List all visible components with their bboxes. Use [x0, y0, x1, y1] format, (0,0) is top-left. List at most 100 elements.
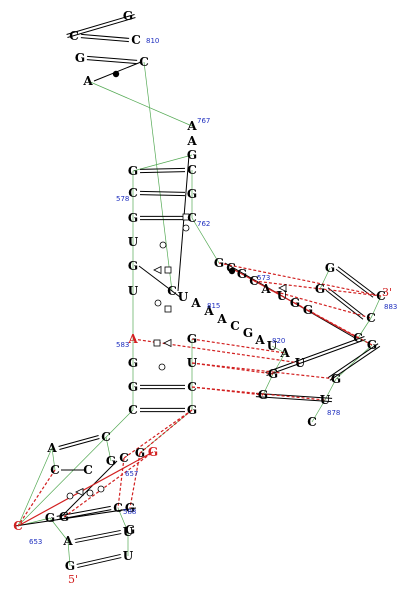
five-prime-label: 5' — [68, 573, 78, 586]
base-pair-line — [67, 17, 136, 39]
nucleotide-g: G — [128, 356, 138, 370]
base-pair-line — [75, 533, 122, 544]
base-pair-line — [81, 33, 130, 39]
nucleotide-a: A — [62, 534, 73, 548]
nucleotide-g: G — [214, 256, 224, 270]
nucleotide-g: G — [65, 559, 75, 573]
nucleotide-g: G — [75, 51, 85, 65]
nucleotide-c: C — [139, 55, 149, 69]
highlight-line — [17, 451, 154, 527]
base-pair-line — [140, 190, 186, 193]
nucleotide-c: C — [50, 463, 60, 477]
base-pair-line — [77, 557, 122, 569]
nucleotide-c: C — [128, 403, 138, 417]
base-pair-line — [255, 396, 332, 403]
nucleotide-g: G — [128, 380, 138, 394]
backbone-lines — [17, 61, 382, 567]
base-pair-line — [327, 287, 366, 318]
noncanonical-line — [132, 338, 301, 364]
backbone-segment — [191, 217, 220, 264]
base-pair-lines — [14, 13, 381, 569]
nucleotide-g: G — [125, 501, 135, 515]
position-label: 762 — [197, 220, 210, 228]
nucleotide-c: C — [131, 33, 141, 47]
position-label: 583 — [116, 341, 129, 349]
position-label: 578 — [116, 195, 129, 203]
position-label: 767 — [197, 117, 210, 125]
backbone-segment — [132, 154, 193, 172]
noncanonical-line — [139, 409, 193, 454]
base-pair-line — [56, 505, 111, 517]
position-label: 810 — [146, 37, 159, 45]
noncanonical-line — [123, 409, 193, 459]
nucleotide-a: A — [279, 346, 290, 360]
base-pair-line — [74, 529, 121, 540]
nucleotide-a: A — [186, 134, 197, 148]
nucleotide-g: G — [268, 367, 278, 381]
backbone-segment — [311, 399, 326, 423]
noncanonical-interactions — [17, 262, 382, 527]
filled-circle-symbol — [112, 70, 120, 78]
base-pair-line — [325, 289, 364, 320]
position-label: 657 — [125, 470, 138, 478]
backbone-segment — [17, 409, 134, 527]
nucleotide-a: A — [46, 441, 57, 455]
nucleotide-g: G — [128, 211, 138, 225]
nucleotide-g: G — [128, 164, 138, 178]
open-circle-symbol — [97, 485, 105, 493]
nucleotide-g: G — [290, 296, 300, 310]
nucleotide-g: G — [135, 446, 145, 460]
open-circle-symbol — [154, 299, 162, 307]
nucleotide-c: C — [307, 415, 317, 429]
nucleotide-c: C — [69, 29, 79, 43]
nucleotide-u: U — [187, 356, 198, 370]
nucleotide-a: A — [260, 282, 271, 296]
nucleotide-g: G — [125, 523, 135, 537]
position-label: 653 — [29, 538, 42, 546]
single-pair-line — [177, 154, 190, 292]
nucleotide-g: G — [331, 372, 341, 386]
open-triangle-symbol — [153, 265, 162, 275]
backbone-segment — [87, 80, 193, 127]
nucleotide-g: G — [59, 510, 69, 524]
open-square-symbol — [153, 339, 161, 347]
base-pair-line — [66, 13, 135, 35]
nucleotide-c: C — [187, 163, 197, 177]
noncanonical-line — [117, 457, 125, 509]
interaction-symbols — [66, 70, 287, 500]
nucleotide-u: U — [128, 235, 139, 249]
position-label: 573 — [257, 274, 270, 282]
base-pair-line — [80, 37, 129, 43]
nucleotide-a: A — [203, 304, 214, 318]
open-square-symbol — [182, 213, 190, 221]
nucleotide-g: G — [325, 261, 335, 275]
backbone-segment — [272, 352, 286, 375]
open-circle-symbol — [182, 224, 190, 232]
nucleotide-g: G — [367, 338, 377, 352]
open-circle-symbol — [159, 241, 167, 249]
backbone-segment — [357, 317, 372, 339]
base-pair-line — [59, 438, 100, 451]
noncanonical-line — [191, 338, 286, 354]
nucleotide-u: U — [178, 290, 189, 304]
noncanonical-line — [191, 362, 274, 375]
nucleotide-a: A — [127, 332, 138, 346]
noncanonical-line — [191, 362, 337, 380]
backbone-segment — [324, 378, 337, 401]
nucleotide-g: G — [258, 388, 268, 402]
base-pair-line — [337, 266, 376, 296]
nucleotide-c: C — [249, 274, 259, 288]
highlight-line — [230, 267, 359, 339]
backbone-segment — [271, 345, 286, 354]
nucleotide-g: G — [187, 403, 197, 417]
nucleotide-c: C — [187, 211, 197, 225]
nucleotide-g: G — [187, 187, 197, 201]
nucleotide-u: U — [277, 289, 288, 303]
base-pair-line — [266, 339, 366, 376]
backbone-segment — [49, 517, 69, 542]
noncanonical-line — [17, 469, 56, 527]
base-pair-line — [139, 194, 185, 197]
nucleotide-c: C — [13, 519, 23, 533]
nucleotide-g: G — [315, 282, 325, 296]
